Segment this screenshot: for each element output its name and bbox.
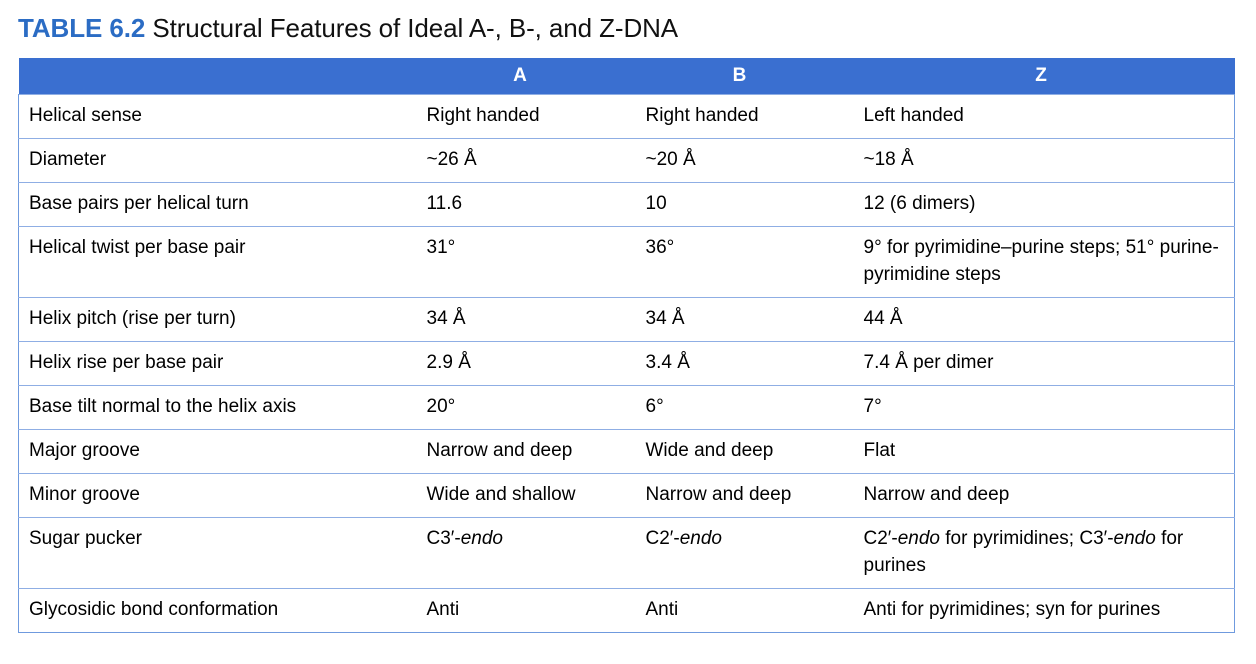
column-header-a: A	[408, 58, 632, 95]
cell-b: Anti	[631, 588, 848, 633]
table-row: Glycosidic bond conformation Anti Anti A…	[18, 588, 1235, 633]
cell-a: Wide and shallow	[408, 473, 632, 518]
table-row: Base pairs per helical turn 11.6 10 12 (…	[18, 182, 1235, 227]
cell-b: 10	[631, 182, 848, 227]
cell-z: 44 Å	[847, 297, 1235, 342]
column-header-z: Z	[847, 58, 1235, 95]
table-row: Minor groove Wide and shallow Narrow and…	[18, 473, 1235, 518]
cell-b: 6°	[631, 385, 848, 430]
cell-a: 20°	[408, 385, 632, 430]
column-header-b: B	[631, 58, 848, 95]
table-row: Helix rise per base pair 2.9 Å 3.4 Å 7.4…	[18, 341, 1235, 386]
table-body: Helical sense Right handed Right handed …	[18, 94, 1235, 633]
cell-feature: Helix pitch (rise per turn)	[18, 297, 409, 342]
cell-z: Narrow and deep	[847, 473, 1235, 518]
cell-b: 3.4 Å	[631, 341, 848, 386]
cell-b: ~20 Å	[631, 138, 848, 183]
cell-a: ~26 Å	[408, 138, 632, 183]
table-row: Helix pitch (rise per turn) 34 Å 34 Å 44…	[18, 297, 1235, 342]
cell-feature: Base tilt normal to the helix axis	[18, 385, 409, 430]
cell-a: 2.9 Å	[408, 341, 632, 386]
cell-feature: Minor groove	[18, 473, 409, 518]
table-caption-label: TABLE 6.2	[18, 13, 146, 43]
cell-b: 34 Å	[631, 297, 848, 342]
table-row: Helical twist per base pair 31° 36° 9° f…	[18, 226, 1235, 298]
cell-z: ~18 Å	[847, 138, 1235, 183]
cell-z: 12 (6 dimers)	[847, 182, 1235, 227]
cell-z: Anti for pyrimidines; syn for purines	[847, 588, 1235, 633]
cell-b: C2′-endo	[631, 517, 848, 589]
cell-z: C2′-endo for pyrimidines; C3′-endo for p…	[847, 517, 1235, 589]
cell-a: C3′-endo	[408, 517, 632, 589]
table-row: Diameter ~26 Å ~20 Å ~18 Å	[18, 138, 1235, 183]
cell-feature: Diameter	[18, 138, 409, 183]
cell-b: Narrow and deep	[631, 473, 848, 518]
table-header-row: A B Z	[18, 58, 1235, 95]
table-caption: TABLE 6.2 Structural Features of Ideal A…	[18, 12, 678, 44]
cell-z: 9° for pyrimidine–purine steps; 51° puri…	[847, 226, 1235, 298]
cell-z: 7.4 Å per dimer	[847, 341, 1235, 386]
table-row: Helical sense Right handed Right handed …	[18, 94, 1235, 139]
cell-b: Wide and deep	[631, 429, 848, 474]
cell-a: 31°	[408, 226, 632, 298]
cell-feature: Base pairs per helical turn	[18, 182, 409, 227]
cell-feature: Helix rise per base pair	[18, 341, 409, 386]
cell-feature: Glycosidic bond conformation	[18, 588, 409, 633]
cell-b: Right handed	[631, 94, 848, 139]
table-row: Major groove Narrow and deep Wide and de…	[18, 429, 1235, 474]
cell-z: 7°	[847, 385, 1235, 430]
cell-a: 34 Å	[408, 297, 632, 342]
table-caption-text: Structural Features of Ideal A-, B-, and…	[145, 13, 679, 43]
cell-b: 36°	[631, 226, 848, 298]
cell-a: Narrow and deep	[408, 429, 632, 474]
cell-a: 11.6	[408, 182, 632, 227]
cell-a: Anti	[408, 588, 632, 633]
table-row: Sugar pucker C3′-endo C2′-endo C2′-endo …	[18, 517, 1235, 589]
table-header: A B Z	[18, 58, 1235, 95]
cell-a: Right handed	[408, 94, 632, 139]
cell-z: Left handed	[847, 94, 1235, 139]
cell-feature: Helical twist per base pair	[18, 226, 409, 298]
table-row: Base tilt normal to the helix axis 20° 6…	[18, 385, 1235, 430]
dna-structural-features-table: A B Z Helical sense Right handed Right h…	[18, 58, 1235, 633]
column-header-feature	[18, 58, 409, 95]
cell-z: Flat	[847, 429, 1235, 474]
cell-feature: Major groove	[18, 429, 409, 474]
cell-feature: Helical sense	[18, 94, 409, 139]
cell-feature: Sugar pucker	[18, 517, 409, 589]
